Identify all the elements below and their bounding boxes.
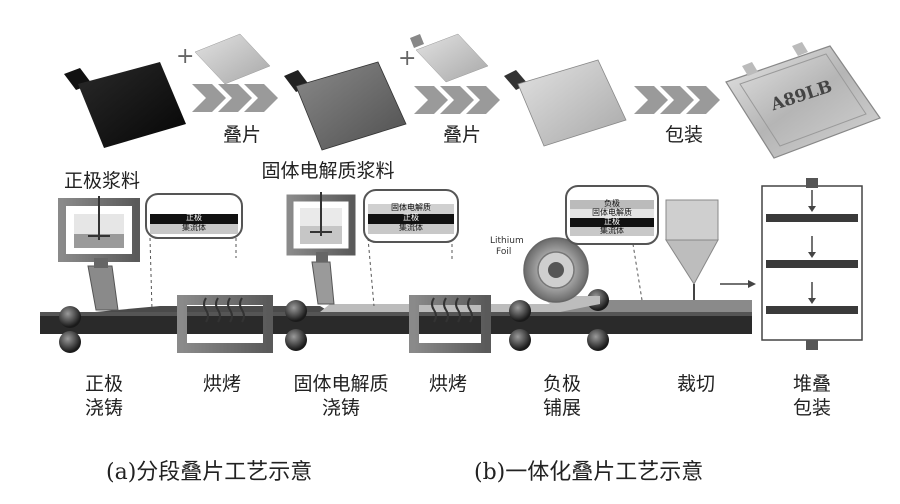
arrow-group-2: [414, 86, 500, 114]
lithium-foil-label: Lithium Foil: [490, 236, 524, 258]
step-label-text: 正极 浇铸: [84, 373, 123, 419]
zoom-bubble-1: [145, 193, 243, 311]
caption-b: (b)一体化叠片工艺示意: [474, 460, 704, 485]
cathode-sheet: [64, 62, 186, 148]
zoom1-top-layer: 正极: [186, 213, 202, 222]
step-label-text: 烘烤: [202, 373, 241, 395]
arrow-group-3: [634, 86, 720, 114]
plus-sign-2: +: [398, 46, 417, 71]
arrow-to-stack: [720, 280, 756, 288]
step-label-text: 堆叠 包装: [792, 373, 831, 419]
zoom3-bottom-layer: 集流体: [600, 226, 624, 235]
separator-sheet-2: [410, 33, 489, 83]
separator-sheet-1: [194, 33, 271, 85]
step-label-anode-spreading: 负极 铺展: [532, 372, 592, 420]
zoom3-second-layer: 固体电解质: [592, 208, 632, 217]
rollers: [59, 289, 609, 353]
lithium-foil-label-line1: Lithium: [490, 236, 524, 246]
caption-a: (a)分段叠片工艺示意: [106, 460, 313, 485]
electrolyte-slurry-label: 固体电解质浆料: [261, 160, 395, 182]
stacked-sheet-1: [284, 61, 407, 151]
arrow-group-1: [192, 84, 278, 112]
stacked-sheet-2: [504, 59, 627, 147]
step-label-baking-2: 烘烤: [418, 372, 478, 396]
oven-2: [409, 295, 491, 353]
electrolyte-caster: [286, 192, 356, 305]
cathode-slurry-label: 正极浆料: [63, 170, 140, 192]
lithium-foil-label-line2: Foil: [496, 247, 512, 257]
step-label-cathode-casting: 正极 浇铸: [74, 372, 134, 420]
zoom3-top-layer: 负极: [604, 199, 620, 208]
plus-sign-1: +: [176, 44, 195, 69]
cathode-caster: [58, 196, 140, 311]
pack-label: 包装: [664, 124, 703, 146]
oven-1: [177, 295, 273, 353]
zoom2-bottom-layer: 集流体: [399, 223, 423, 232]
step-label-cutting: 裁切: [666, 372, 726, 396]
step-label-stack-pack: 堆叠 包装: [782, 372, 842, 420]
step-label-text: 裁切: [676, 373, 715, 395]
pouch-cell: [725, 42, 881, 159]
stacking-frame: [761, 178, 863, 350]
zoom-bubble-3: [565, 185, 659, 301]
step-label-text: 负极 铺展: [542, 373, 581, 419]
zoom-bubble-2: [363, 189, 459, 307]
zoom1-bottom-layer: 集流体: [182, 223, 206, 232]
zoom3-third-layer: 正极: [604, 217, 620, 226]
step-label-text: 固体电解质 浇铸: [293, 373, 389, 419]
lithium-foil-roll: [523, 237, 600, 312]
stack-label-1: 叠片: [222, 124, 261, 146]
zoom2-top-layer: 固体电解质: [391, 203, 431, 212]
step-label-electrolyte-casting: 固体电解质 浇铸: [286, 372, 396, 420]
stack-label-2: 叠片: [442, 124, 481, 146]
zoom2-middle-layer: 正极: [403, 213, 419, 222]
step-label-text: 烘烤: [428, 373, 467, 395]
step-label-baking-1: 烘烤: [192, 372, 252, 396]
cutter: [665, 199, 719, 300]
conveyor-belt: [40, 300, 752, 334]
